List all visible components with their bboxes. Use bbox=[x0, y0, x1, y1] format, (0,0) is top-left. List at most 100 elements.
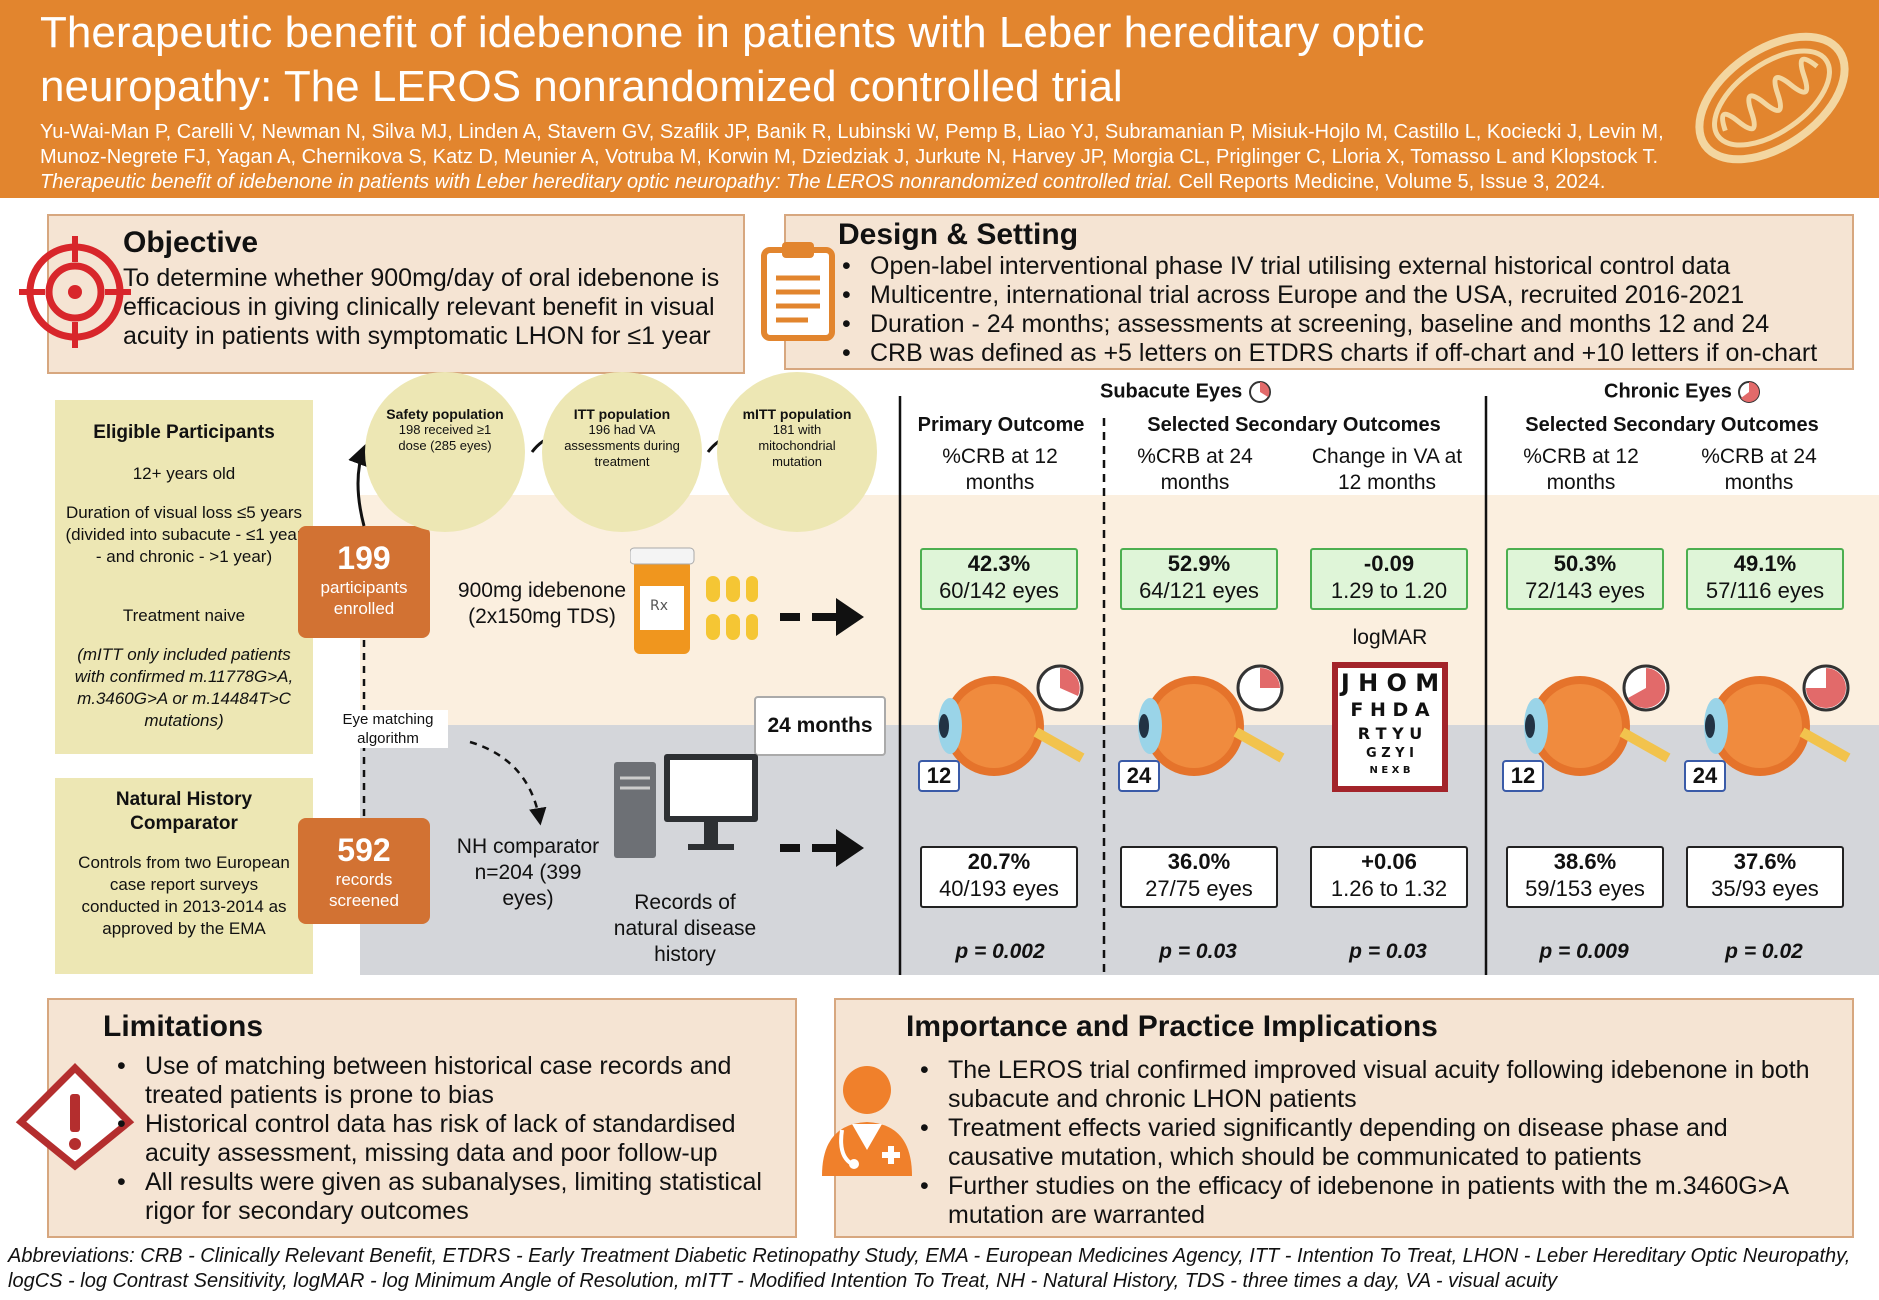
chronic-label: Chronic Eyes bbox=[1604, 380, 1732, 403]
citation-title: Therapeutic benefit of idebenone in pati… bbox=[40, 171, 1173, 193]
chronic-header: Chronic Eyes bbox=[1604, 380, 1761, 404]
treatment-result: 50.3%72/143 eyes bbox=[1506, 548, 1664, 610]
result-value: 38.6% bbox=[1553, 849, 1617, 874]
svg-text:Rx: Rx bbox=[650, 598, 668, 614]
list-item: Use of matching between historical case … bbox=[113, 1052, 773, 1110]
population-text: 181 with mitochondrial mutation bbox=[758, 422, 836, 469]
citation-journal: Cell Reports Medicine, Volume 5, Issue 3… bbox=[1178, 171, 1606, 193]
safety-population-circle: Safety population 198 received ≥1 dose (… bbox=[365, 372, 525, 532]
column-head: %CRB at 12 months bbox=[1523, 445, 1639, 494]
citation: Yu-Wai-Man P, Carelli V, Newman N, Silva… bbox=[40, 120, 1680, 195]
chart-row: G Z Y I bbox=[1366, 746, 1414, 761]
enrolled-number: 199 bbox=[337, 540, 391, 576]
nh-title: Natural History Comparator bbox=[115, 789, 253, 834]
population-text: 196 had VA assessments during treatment bbox=[564, 422, 680, 469]
duration-box: 24 months bbox=[754, 696, 886, 756]
column-head: %CRB at 12 months bbox=[942, 445, 1058, 494]
eye-matching-label: Eye matching algorithm bbox=[328, 710, 448, 748]
result-detail: 57/116 eyes bbox=[1705, 578, 1825, 603]
objective-title: Objective bbox=[123, 226, 259, 259]
result-value: 50.3% bbox=[1553, 551, 1617, 576]
eye-icon bbox=[1138, 664, 1285, 776]
clock-icon bbox=[1248, 381, 1271, 403]
result-value: 37.6% bbox=[1733, 849, 1797, 874]
population-title: Safety population bbox=[386, 406, 504, 422]
importance-list: The LEROS trial confirmed improved visua… bbox=[916, 1056, 1836, 1230]
list-item: CRB was defined as +5 letters on ETDRS c… bbox=[838, 339, 1848, 368]
result-detail: 59/153 eyes bbox=[1525, 876, 1645, 901]
nh-result: 38.6%59/153 eyes bbox=[1506, 846, 1664, 908]
authors: Yu-Wai-Man P, Carelli V, Newman N, Silva… bbox=[40, 121, 1664, 168]
p-value: p = 0.02 bbox=[1725, 940, 1803, 963]
enrolled-box: 199 participants enrolled bbox=[298, 526, 430, 638]
result-detail: 40/193 eyes bbox=[939, 876, 1059, 901]
doctor-icon bbox=[822, 1066, 912, 1176]
month-badge: 12 bbox=[918, 760, 960, 792]
secondary-chronic-header: Selected Secondary Outcomes bbox=[1525, 414, 1819, 436]
list-item: The LEROS trial confirmed improved visua… bbox=[916, 1056, 1836, 1114]
population-title: ITT population bbox=[573, 406, 671, 422]
eye-chart: J H O M F H D A R T Y U G Z Y I N E X B bbox=[1332, 662, 1448, 792]
screened-box: 592 records screened bbox=[298, 818, 430, 924]
result-value: 20.7% bbox=[967, 849, 1031, 874]
design-box: Design & Setting Open-label intervention… bbox=[761, 214, 1854, 370]
screened-number: 592 bbox=[337, 832, 391, 868]
eligible-duration: Duration of visual loss ≤5 years (divide… bbox=[65, 503, 303, 566]
design-list: Open-label interventional phase IV trial… bbox=[838, 252, 1848, 368]
list-item: All results were given as subanalyses, l… bbox=[113, 1168, 773, 1226]
limitations-title: Limitations bbox=[103, 1010, 264, 1043]
population-title: mITT population bbox=[742, 406, 852, 422]
design-title: Design & Setting bbox=[838, 218, 1079, 251]
list-item: Duration - 24 months; assessments at scr… bbox=[838, 310, 1848, 339]
month-badge: 24 bbox=[1118, 760, 1160, 792]
objective-box: Objective To determine whether 900mg/day… bbox=[19, 214, 745, 374]
chart-row: J H O M bbox=[1340, 669, 1440, 697]
result-value: -0.09 bbox=[1363, 551, 1415, 576]
result-detail: 60/142 eyes bbox=[939, 578, 1059, 603]
p-value: p = 0.03 bbox=[1349, 940, 1427, 963]
result-detail: 64/121 eyes bbox=[1139, 578, 1259, 603]
month-badge: 24 bbox=[1684, 760, 1726, 792]
importance-title: Importance and Practice Implications bbox=[906, 1010, 1438, 1043]
limitations-list: Use of matching between historical case … bbox=[113, 1052, 773, 1226]
eye-icon bbox=[938, 664, 1085, 776]
header-banner: Therapeutic benefit of idebenone in pati… bbox=[0, 0, 1879, 198]
subacute-label: Subacute Eyes bbox=[1100, 380, 1243, 403]
treatment-result: 49.1%57/116 eyes bbox=[1686, 548, 1844, 610]
itt-population-circle: ITT population 196 had VA assessments du… bbox=[542, 372, 702, 532]
column-head: Change in VA at 12 months bbox=[1311, 445, 1463, 494]
nh-comparator-label: NH comparator n=204 (399 eyes) bbox=[456, 835, 600, 910]
chart-row: R T Y U bbox=[1357, 724, 1423, 743]
result-detail: 72/143 eyes bbox=[1525, 578, 1645, 603]
list-item: Historical control data has risk of lack… bbox=[113, 1110, 773, 1168]
column-head: %CRB at 24 months bbox=[1701, 445, 1817, 494]
result-value: 52.9% bbox=[1167, 551, 1231, 576]
list-item: Treatment effects varied significantly d… bbox=[916, 1114, 1836, 1172]
clipboard-icon bbox=[761, 242, 835, 341]
computer-icon bbox=[614, 754, 758, 858]
eligible-naive: Treatment naive bbox=[122, 606, 246, 625]
treatment-result: 52.9%64/121 eyes bbox=[1120, 548, 1278, 610]
treatment-label: 900mg idebenone (2x150mg TDS) bbox=[457, 579, 627, 628]
result-value: 36.0% bbox=[1167, 849, 1231, 874]
result-detail: 1.29 to 1.20 bbox=[1330, 578, 1448, 603]
column-head: %CRB at 24 months bbox=[1137, 445, 1253, 494]
eligible-participants-box: Eligible Participants 12+ years old Dura… bbox=[55, 400, 313, 754]
eligible-mitt-note: (mITT only included patients with confir… bbox=[74, 645, 294, 730]
chart-row: F H D A bbox=[1350, 699, 1430, 721]
treatment-result: 42.3%60/142 eyes bbox=[920, 548, 1078, 610]
result-value: +0.06 bbox=[1361, 849, 1417, 874]
secondary-sub-header: Selected Secondary Outcomes bbox=[1147, 414, 1441, 436]
p-value: p = 0.03 bbox=[1159, 940, 1237, 963]
mitt-population-circle: mITT population 181 with mitochondrial m… bbox=[717, 372, 877, 532]
result-detail: 1.26 to 1.32 bbox=[1330, 876, 1448, 901]
nh-result: 36.0%27/75 eyes bbox=[1120, 846, 1278, 908]
mitochondrion-icon bbox=[1695, 32, 1849, 164]
result-detail: 35/93 eyes bbox=[1711, 876, 1819, 901]
enrolled-label: participants enrolled bbox=[320, 578, 408, 618]
pill-bottle-icon: Rx bbox=[630, 547, 758, 654]
abbreviations: Abbreviations: CRB - Clinically Relevant… bbox=[8, 1245, 1851, 1292]
